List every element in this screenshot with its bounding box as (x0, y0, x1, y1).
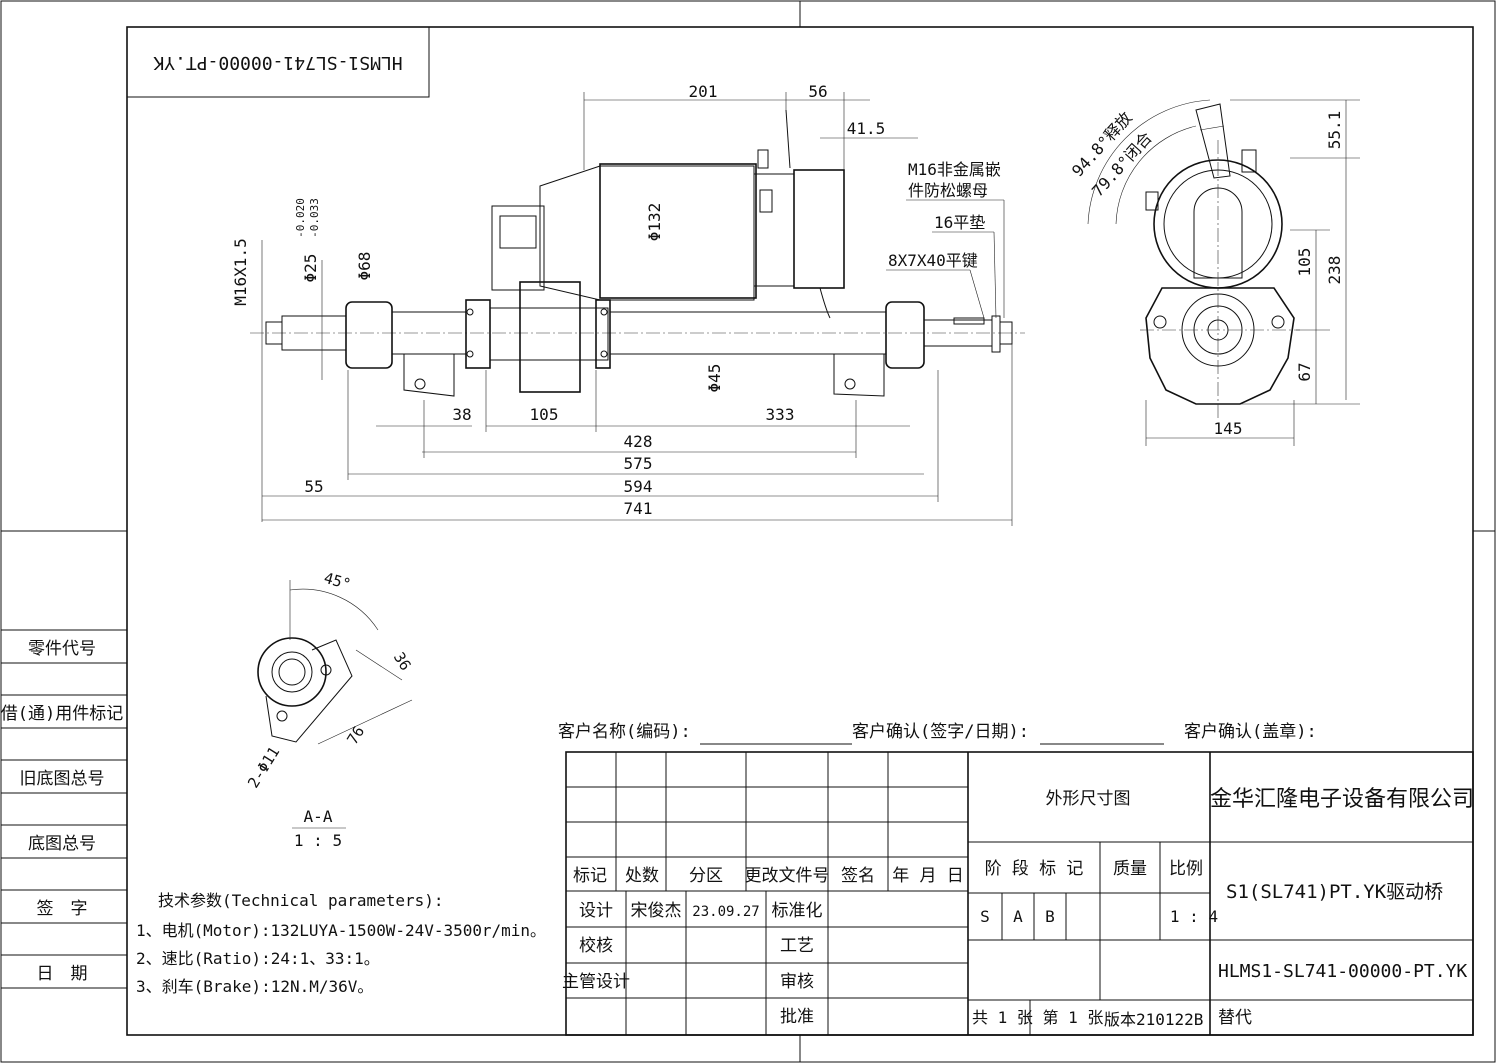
side-dim-55-1: 55.1 (1325, 111, 1344, 150)
dim-575: 575 (624, 454, 653, 473)
tb-drawing-type: 外形尺寸图 (1046, 789, 1131, 809)
note-washer: 16平垫 (934, 213, 985, 232)
tb-chief: 主管设计 (562, 972, 630, 992)
dim-thread: M16X1.5 (231, 238, 250, 305)
tb-stage-label: 阶 段 标 记 (985, 859, 1084, 879)
side-dim-67: 67 (1295, 362, 1314, 381)
tb-design-label: 设计 (579, 901, 613, 921)
section-angle-45: 45° (322, 569, 353, 594)
tb-rev-date: 年 月 日 (892, 866, 963, 886)
dim-201: 201 (689, 82, 718, 101)
side-dim-105: 105 (1295, 248, 1314, 277)
tb-sheets: 共 1 张 第 1 张 (972, 1008, 1103, 1027)
dim-41-5: 41.5 (847, 119, 886, 138)
section-hole: 2-Φ11 (244, 743, 283, 791)
tb-approve: 批准 (780, 1007, 814, 1027)
dim-dia-45: Φ45 (705, 364, 724, 393)
strip-part-code: 零件代号 (28, 639, 96, 659)
customer-name: 客户名称(编码): (558, 722, 691, 742)
dim-tol-upper: -0.020 (294, 198, 307, 238)
left-side-strip: 零件代号 借(通)用件标记 旧底图总号 底图总号 签 字 日 期 (1, 629, 127, 989)
dim-56: 56 (808, 82, 827, 101)
note-key: 8X7X40平键 (888, 251, 978, 270)
section-dim-36: 36 (390, 649, 415, 674)
tb-company: 金华汇隆电子设备有限公司 (1210, 787, 1474, 812)
strip-signature: 签 字 (37, 899, 88, 919)
customer-confirm-sign: 客户确认(签字/日期): (852, 722, 1029, 742)
side-dim-145: 145 (1214, 419, 1243, 438)
tech-motor: 1、电机(Motor):132LUYA-1500W-24V-3500r/min。 (136, 921, 546, 940)
strip-date: 日 期 (37, 964, 88, 984)
dim-dia-132: Φ132 (645, 203, 664, 242)
tb-replace: 替代 (1218, 1008, 1252, 1028)
note-nut-2: 件防松螺母 (908, 181, 988, 200)
dim-tol-lower: -0.033 (308, 198, 321, 238)
tb-review: 审核 (780, 972, 814, 992)
dim-55: 55 (304, 477, 323, 496)
tb-stage-b: B (1045, 907, 1055, 926)
dim-594: 594 (624, 477, 653, 496)
side-dim-238: 238 (1325, 256, 1344, 285)
tb-product: S1(SL741)PT.YK驱动桥 (1226, 881, 1443, 903)
tb-stage-s: S (980, 907, 990, 926)
customer-confirmation: 客户名称(编码): 客户确认(签字/日期): 客户确认(盖章): (558, 722, 1317, 745)
section-dim-76: 76 (343, 723, 368, 748)
note-nut: M16非金属嵌 (908, 160, 1001, 179)
tech-ratio: 2、速比(Ratio):24:1、33:1。 (136, 949, 380, 968)
tb-mass-label: 质量 (1113, 859, 1147, 879)
tb-version: 版本210122B (1104, 1010, 1203, 1029)
dim-105: 105 (530, 405, 559, 424)
technical-parameters: 技术参数(Technical parameters): 1、电机(Motor):… (136, 891, 546, 996)
tb-process: 工艺 (780, 936, 814, 956)
tb-scale: 1 : 4 (1170, 907, 1218, 926)
dim-428: 428 (624, 432, 653, 451)
front-view-callouts: M16非金属嵌 件防松螺母 16平垫 8X7X40平键 (886, 160, 1005, 319)
tech-brake: 3、刹车(Brake):12N.M/36V。 (136, 977, 373, 996)
front-view (250, 109, 1025, 397)
mirrored-number-box: HLMS1-SL741-00000-PT.YK (126, 26, 430, 98)
title-block: 标记 处数 分区 更改文件号 签名 年 月 日 设计 宋俊杰 23.09.27 … (562, 751, 1474, 1036)
strip-old-number: 旧底图总号 (20, 769, 105, 789)
tb-designer: 宋俊杰 (631, 901, 682, 921)
side-view-dimensions: 55.1 238 105 67 145 94.8°释放 79.8°闭合 (1068, 99, 1360, 446)
tb-rev-zone: 分区 (689, 866, 723, 886)
front-view-dimensions: 201 56 41.5 Φ132 Φ45 Φ68 Φ25 -0.020 -0.0… (231, 82, 1013, 526)
tb-design-date: 23.09.27 (692, 904, 759, 920)
tb-rev-mark: 标记 (573, 866, 607, 886)
strip-borrow-mark: 借(通)用件标记 (1, 704, 123, 724)
dim-dia-25: Φ25 (301, 254, 320, 283)
tb-drawing-number: HLMS1-SL741-00000-PT.YK (1218, 961, 1467, 982)
tech-heading: 技术参数(Technical parameters): (158, 891, 444, 910)
side-view (1140, 103, 1300, 420)
mirrored-drawing-number: HLMS1-SL741-00000-PT.YK (153, 52, 402, 73)
tb-scale-label: 比例 (1169, 859, 1203, 879)
dim-333: 333 (766, 405, 795, 424)
section-scale: 1 : 5 (294, 831, 342, 850)
dim-741: 741 (624, 499, 653, 518)
section-aa: 45° 36 76 2-Φ11 A-A 1 : 5 (244, 569, 414, 850)
tb-rev-doc: 更改文件号 (745, 866, 830, 886)
tb-stage-a: A (1013, 907, 1023, 926)
tb-standard: 标准化 (772, 901, 823, 921)
dim-38: 38 (452, 405, 471, 424)
tb-rev-sign: 签名 (841, 866, 875, 886)
section-label: A-A (304, 807, 333, 826)
customer-confirm-seal: 客户确认(盖章): (1184, 722, 1317, 742)
dim-dia-68: Φ68 (355, 252, 374, 281)
strip-base-number: 底图总号 (28, 834, 96, 854)
tb-rev-count: 处数 (625, 866, 659, 886)
tb-check: 校核 (579, 936, 613, 956)
